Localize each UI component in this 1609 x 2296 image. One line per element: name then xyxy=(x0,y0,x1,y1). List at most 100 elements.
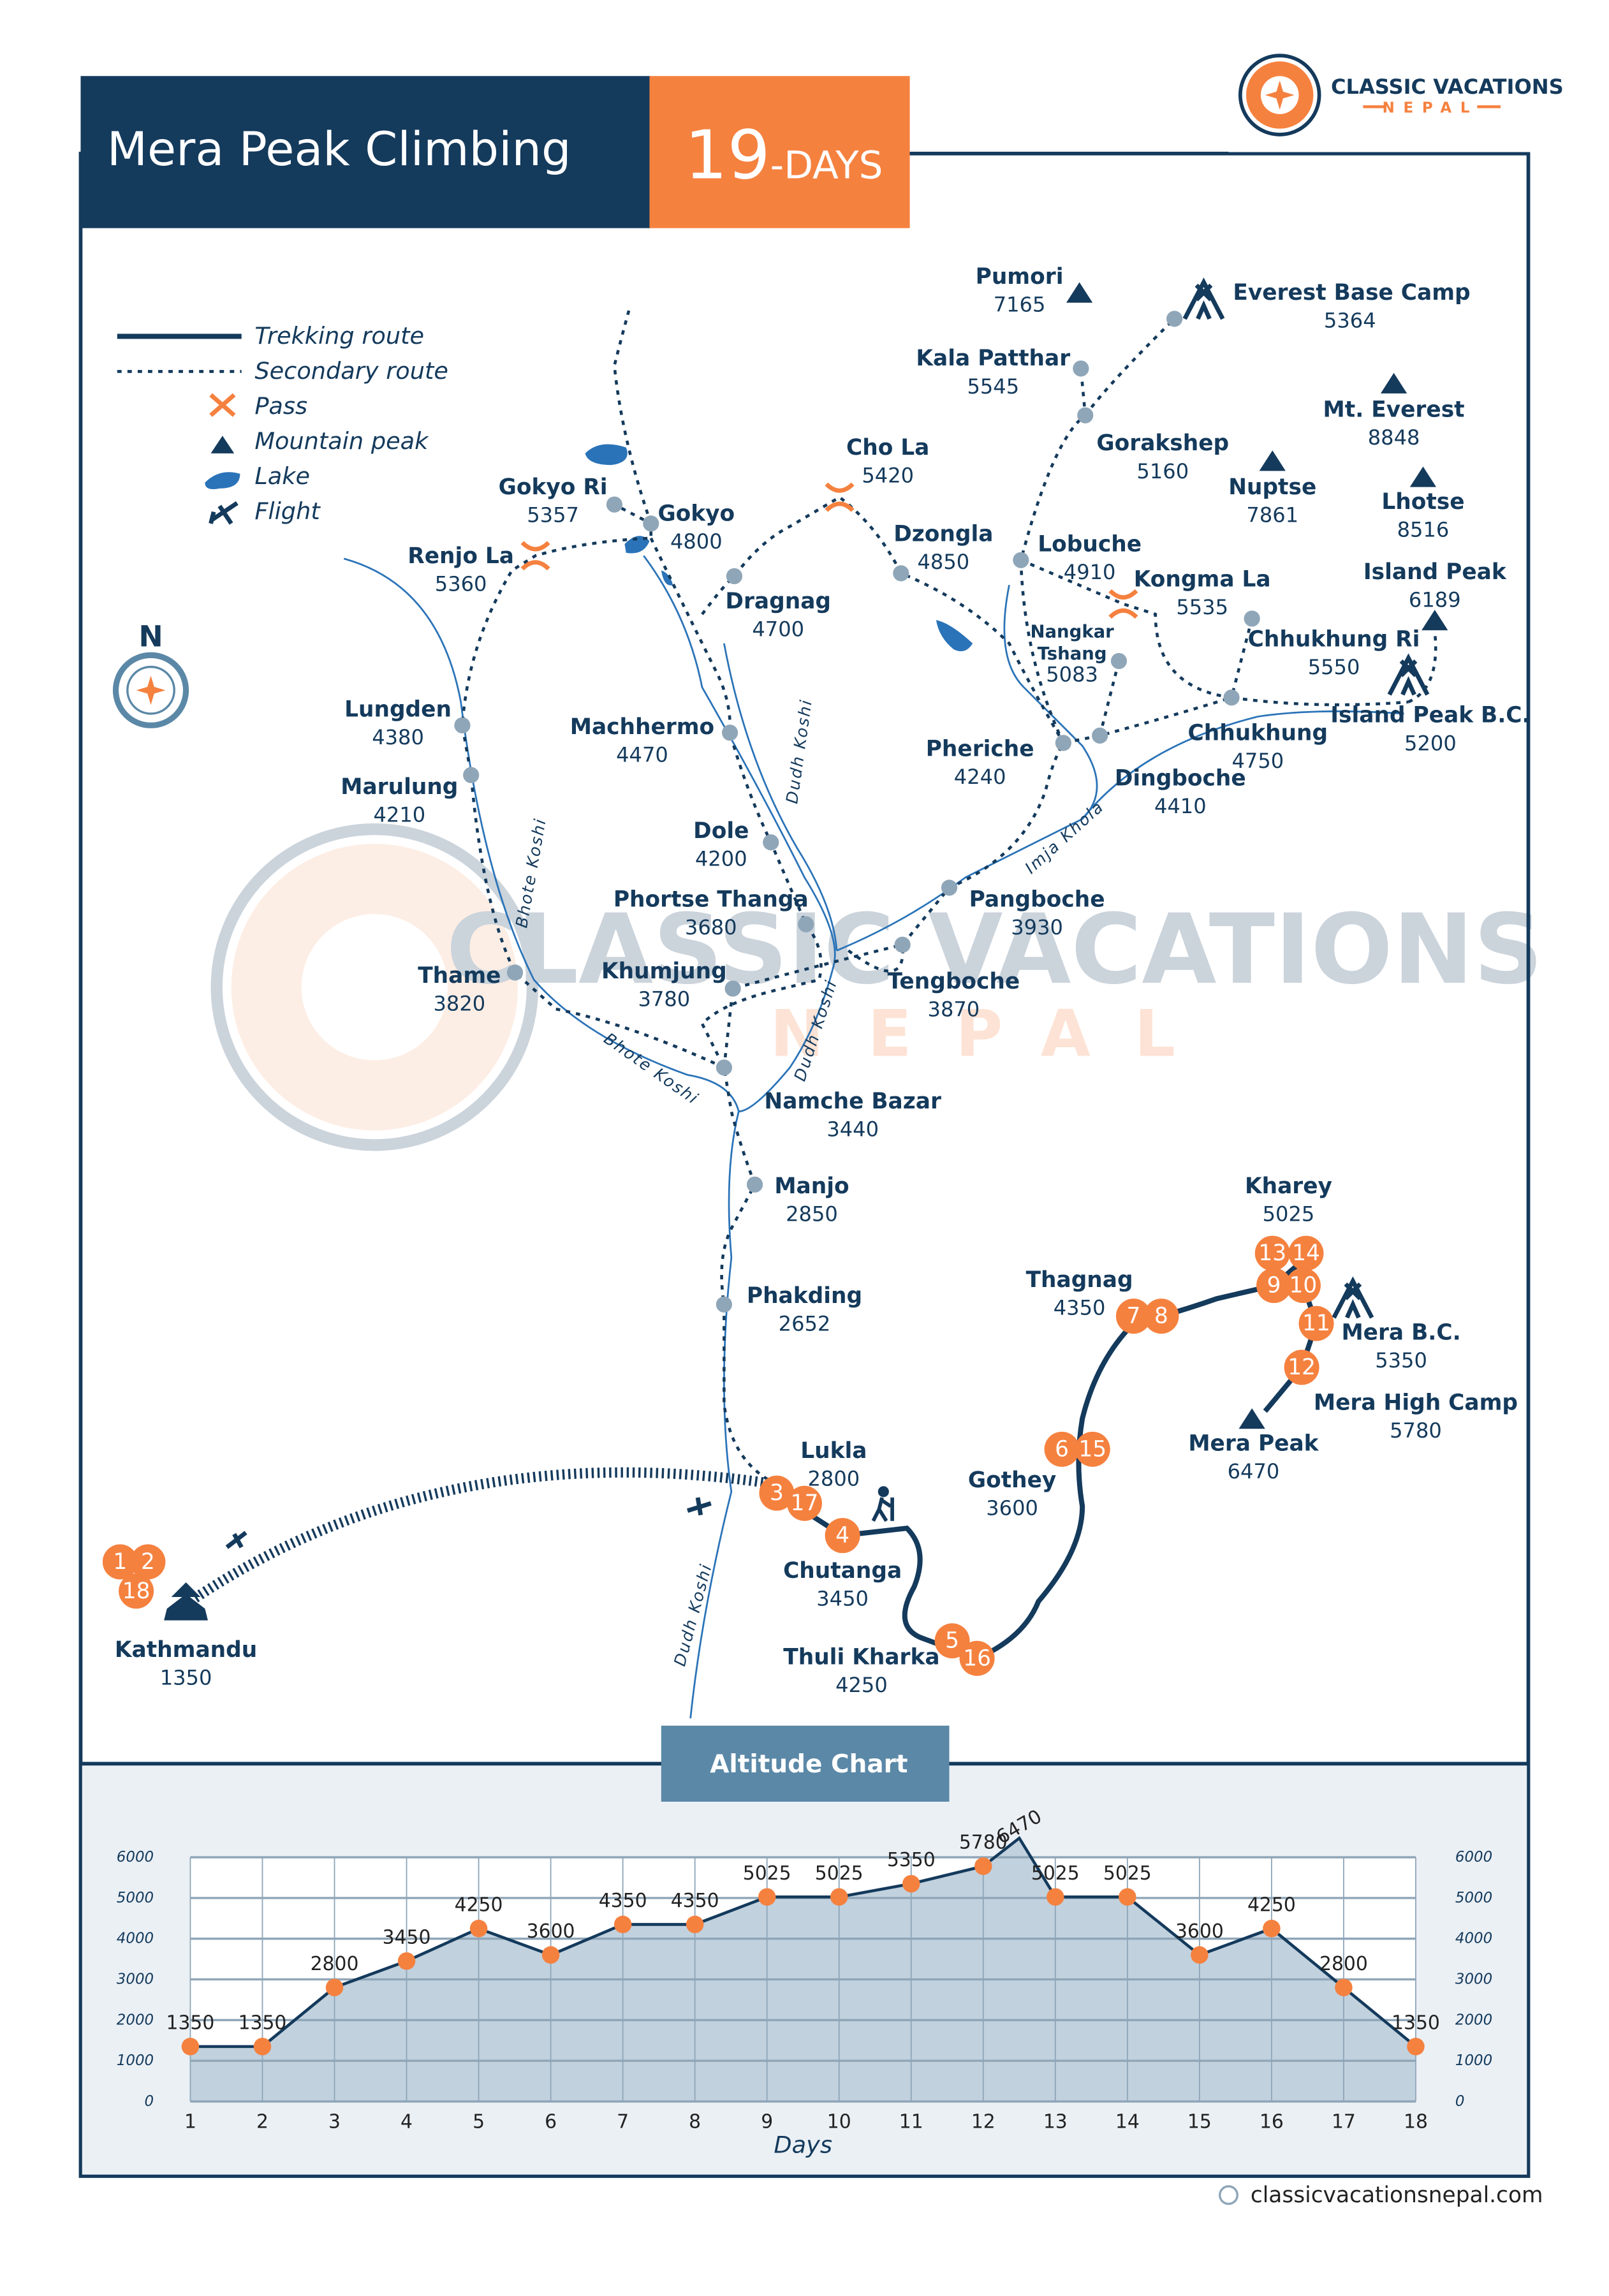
brand-name: CLASSIC VACATIONS xyxy=(1331,75,1564,99)
svg-text:CLASSIC VACATIONS: CLASSIC VACATIONS xyxy=(446,894,1543,1006)
place-altitude: 5364 xyxy=(1324,309,1376,333)
place-name: Thuli Kharka xyxy=(783,1644,939,1670)
x-tick: 3 xyxy=(328,2110,341,2133)
altitude-point xyxy=(1191,1946,1209,1964)
place-name: Pangboche xyxy=(969,887,1105,913)
altitude-label: 5025 xyxy=(815,1862,863,1885)
place-name: Kharey xyxy=(1245,1174,1332,1199)
place-altitude: 3440 xyxy=(827,1117,879,1142)
place-altitude: 5360 xyxy=(435,571,487,596)
y-tick-right: 3000 xyxy=(1455,1971,1492,1987)
place-altitude: 7165 xyxy=(994,292,1046,316)
place-altitude: 4800 xyxy=(670,529,723,554)
pass-icon xyxy=(825,482,855,512)
altitude-point xyxy=(1263,1920,1281,1938)
day-marker-9: 9 xyxy=(1256,1268,1292,1304)
waypoint-dot xyxy=(1073,360,1089,377)
place-altitude: 5780 xyxy=(1390,1418,1442,1443)
place-name: Namche Bazar xyxy=(764,1089,941,1114)
altitude-point xyxy=(397,1952,416,1970)
place-altitude: 5350 xyxy=(1375,1348,1427,1372)
place-name: Mera High Camp xyxy=(1314,1390,1518,1415)
place-name: Renjo La xyxy=(408,543,514,569)
svg-text:Flight: Flight xyxy=(254,497,321,525)
place-name: Machhermo xyxy=(570,714,714,740)
website-link[interactable]: classicvacationsnepal.com xyxy=(1251,2182,1543,2208)
place-name: Everest Base Camp xyxy=(1233,280,1470,305)
altitude-point xyxy=(181,2038,200,2056)
place-everest-base-camp: Everest Base Camp 5364 xyxy=(1166,280,1471,333)
place-kharey: Kharey 5025 xyxy=(1245,1174,1332,1226)
place-altitude: 3930 xyxy=(1011,915,1063,939)
tent-icon xyxy=(1387,653,1430,696)
altitude-label: 5025 xyxy=(1031,1862,1080,1885)
altitude-point xyxy=(469,1920,488,1938)
svg-text:Pass: Pass xyxy=(254,392,307,420)
altitude-label: 3600 xyxy=(527,1920,575,1943)
place-name: Tengboche xyxy=(888,969,1020,994)
brand-logo: CLASSIC VACATIONS NEPAL xyxy=(1238,54,1564,136)
place-name: Mt. Everest xyxy=(1323,397,1465,423)
day-number: 7 xyxy=(1126,1304,1140,1329)
x-tick: 16 xyxy=(1260,2110,1284,2133)
y-tick-right: 2000 xyxy=(1455,2012,1492,2028)
temple-icon xyxy=(164,1582,208,1621)
place-name: Phakding xyxy=(747,1283,862,1309)
place-altitude: 6470 xyxy=(1228,1459,1280,1483)
brand-sub: NEPAL xyxy=(1383,100,1479,117)
days-badge xyxy=(649,76,910,228)
waypoint-dot xyxy=(643,515,659,532)
place-altitude: 8516 xyxy=(1397,518,1450,542)
place-altitude: 7861 xyxy=(1246,503,1298,527)
day-marker-1: 1 xyxy=(102,1544,138,1580)
day-number: 11 xyxy=(1302,1311,1330,1336)
lake-icon xyxy=(205,472,240,490)
day-marker-16: 16 xyxy=(959,1640,995,1676)
y-tick-left: 1000 xyxy=(117,2052,154,2069)
plane-icon xyxy=(687,1497,712,1516)
waypoint-dot xyxy=(893,565,909,582)
day-marker-11: 11 xyxy=(1298,1306,1334,1341)
x-tick: 12 xyxy=(971,2110,996,2133)
place-altitude: 8848 xyxy=(1368,425,1420,450)
peak-icon xyxy=(210,436,235,453)
plane-icon xyxy=(209,501,239,525)
day-number: 5 xyxy=(945,1628,959,1654)
y-tick-right: 5000 xyxy=(1455,1890,1492,1906)
place-altitude: 2800 xyxy=(808,1467,860,1491)
tent-icon xyxy=(1332,1276,1374,1319)
waypoint-dot xyxy=(463,767,480,783)
x-tick: 17 xyxy=(1332,2110,1356,2133)
plane-icon xyxy=(225,1531,247,1549)
place-name: Dingboche xyxy=(1115,765,1246,791)
place-name: Cho La xyxy=(846,435,929,460)
place-name: Lungden xyxy=(344,697,452,723)
place-altitude: 5025 xyxy=(1263,1202,1315,1226)
pass-icon xyxy=(520,541,550,571)
waypoint-dot xyxy=(894,936,911,953)
day-marker-18: 18 xyxy=(119,1573,154,1609)
place-altitude: 5550 xyxy=(1308,655,1360,679)
day-marker-14: 14 xyxy=(1288,1235,1324,1271)
hiker-icon xyxy=(871,1486,894,1522)
place-altitude: 5083 xyxy=(1046,663,1098,687)
place-name: Dzongla xyxy=(893,521,993,547)
day-number: 6 xyxy=(1055,1436,1069,1462)
day-marker-17: 17 xyxy=(786,1485,823,1521)
day-marker-2: 2 xyxy=(130,1544,166,1580)
day-number: 8 xyxy=(1154,1304,1168,1329)
altitude-area xyxy=(190,1838,1416,2102)
